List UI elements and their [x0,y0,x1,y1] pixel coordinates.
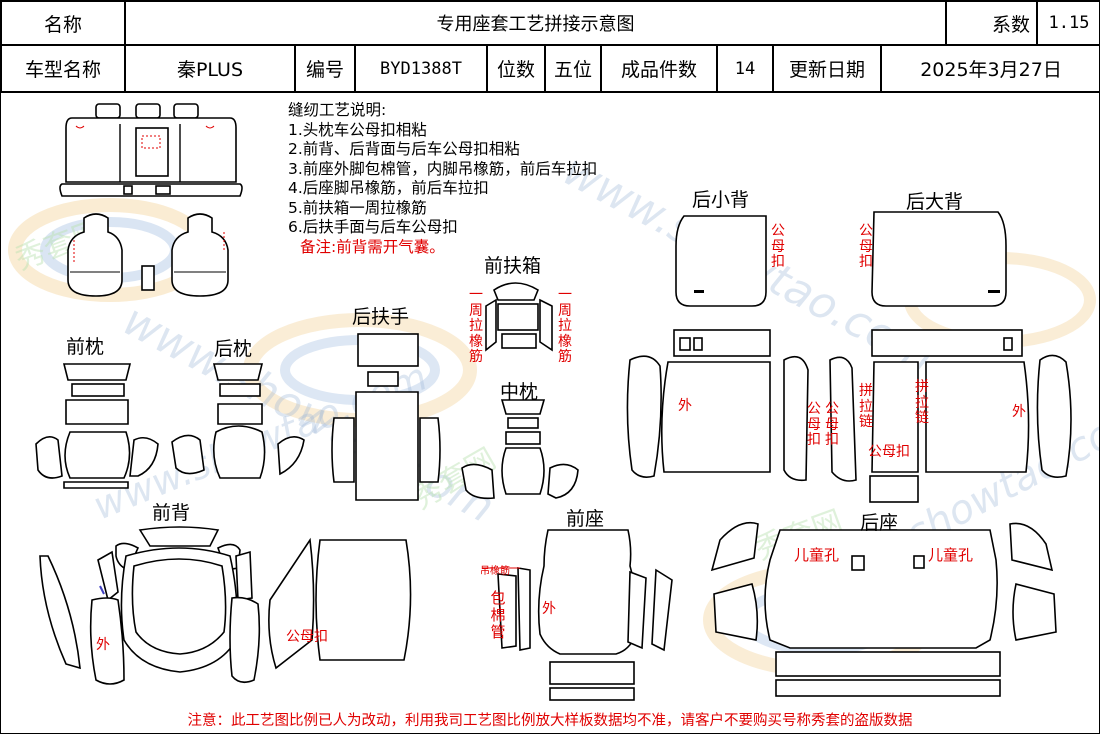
header-table: 名称 专用座套工艺拼接示意图 系数 1.15 车型名称 秦PLUS 编号 BYD… [0,0,1100,93]
front-seat-pieces [482,529,673,701]
instruction-item: 1.头枕车公母扣相粘 [288,120,427,139]
annotation-snap: 公母扣 [825,401,839,448]
label-front-seat: 前座 [566,508,605,530]
annotation-snap: 公母扣 [859,223,873,270]
overview-front-seats [67,213,229,297]
rear-headrest-pieces [171,363,305,479]
rear-small-back-pieces [626,215,809,482]
front-console-pieces [485,282,553,352]
document-title: 专用座套工艺拼接示意图 [123,0,948,46]
front-back-pieces [39,526,412,685]
front-headrest-pieces [35,363,159,489]
annotation-child-hole: 儿童孔 [794,546,840,564]
label-rear-armrest: 后扶手 [352,306,410,328]
rear-big-back-pieces [829,211,1072,503]
label-rear-seat: 后座 [860,512,899,534]
annotation-outer: 外 [542,601,556,617]
coef-label: 系数 [945,0,1039,46]
annotation-elastic-hang: 吊橡筋 [480,566,510,577]
annotation-snap: 公母扣 [286,629,328,645]
sewing-instructions: 缝纫工艺说明: 1.头枕车公母扣相粘 2.前背、后背面与后车公母扣相粘 3.前座… [288,101,597,257]
annotation-foam-tube: 包棉管 [490,589,506,641]
instruction-item: 5.前扶箱一周拉橡筋 [288,198,427,217]
pieces-label: 成品件数 [600,44,718,93]
annotation-outer: 外 [1012,404,1026,420]
seats-label: 位数 [486,44,546,93]
label-front-headrest: 前枕 [66,336,105,358]
annotation-snap: 公母扣 [771,223,785,270]
rear-seat-pieces [710,521,1057,697]
seats-value: 五位 [544,44,602,93]
model-label: 车型名称 [0,44,126,93]
annotation-zipper: 拼拉链 [915,379,929,426]
code-label: 编号 [294,44,356,93]
instruction-item: 2.前背、后背面与后车公母扣相粘 [288,140,520,158]
update-label: 更新日期 [772,44,882,93]
coef-value: 1.15 [1036,0,1100,46]
update-value: 2025年3月27日 [879,44,1100,93]
label-front-back: 前背 [152,502,191,524]
footer-notice: 注意：此工艺图比例已人为改动，利用我司工艺图比例放大样板数据均不准，请客户不要购… [187,713,913,729]
annotation-outer: 外 [678,398,692,414]
label-front-console: 前扶箱 [484,255,542,277]
model-value: 秦PLUS [124,44,296,93]
annotation-zipper: 拼拉链 [859,383,873,430]
name-label: 名称 [0,0,126,46]
instruction-item: 6.后扶手面与后车公母扣 [288,218,458,236]
instructions-note: 备注:前背需开气囊。 [300,237,445,256]
pieces-value: 14 [716,44,774,93]
label-middle-headrest: 中枕 [500,381,539,403]
instruction-item: 4.后座脚吊橡筋，前后车拉扣 [288,179,489,197]
annotation-child-hole: 儿童孔 [928,546,974,564]
annotation-snap: 公母扣 [868,444,910,460]
annotation-around-elastic: 一周拉橡筋 [558,287,572,365]
rear-armrest-pieces [331,333,441,501]
instructions-heading: 缝纫工艺说明: [288,101,387,119]
annotation-snap: 公母扣 [807,401,821,448]
overview-rear-seat [59,103,243,197]
annotation-around-elastic: 一周拉橡筋 [469,287,483,365]
annotation-outer: 外 [96,637,110,653]
label-rear-small-back: 后小背 [692,189,750,211]
code-value: BYD1388T [354,44,488,93]
label-rear-headrest: 后枕 [214,338,253,360]
label-rear-big-back: 后大背 [906,191,964,213]
instruction-item: 3.前座外脚包棉管，内脚吊橡筋，前后车拉扣 [288,159,598,178]
middle-headrest-pieces [461,399,579,500]
